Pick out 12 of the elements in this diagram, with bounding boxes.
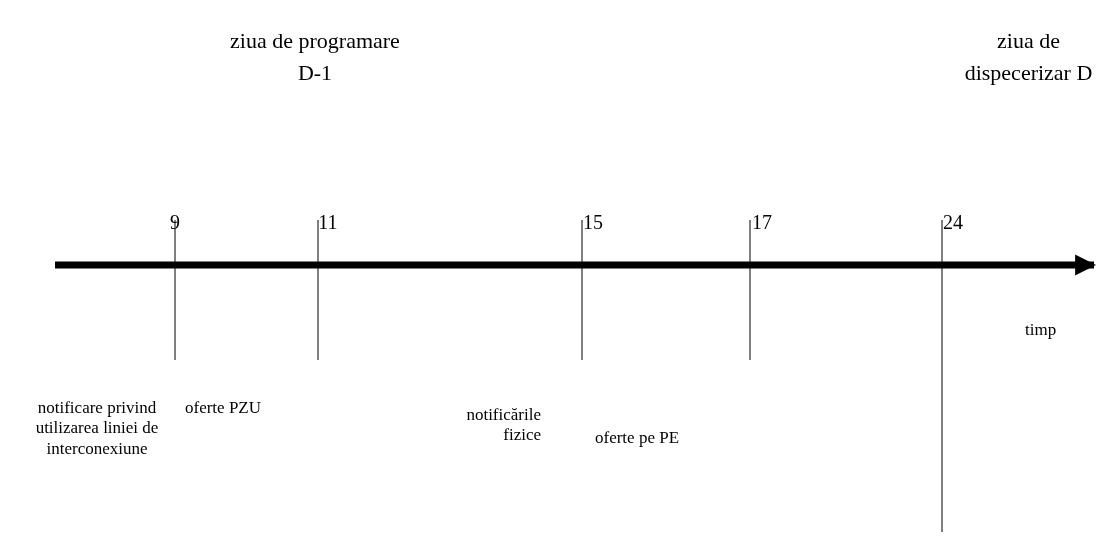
hour-label: 11 [317,210,339,234]
annotation: oferte pe PE [595,428,681,449]
hour-label: 17 [751,210,773,234]
day-heading: ziua de dispecerizar D [963,27,1094,87]
annotation: oferte PZU [185,398,262,419]
hour-label: 24 [942,210,964,234]
hour-label: 9 [169,210,181,234]
axis-label: timp [1025,320,1058,341]
hour-label: 15 [582,210,604,234]
annotation: notificare privind utilizarea liniei de interconexiune [34,398,160,460]
day-heading: ziua de programare D-1 [230,27,400,87]
annotation: notificările fizice [465,405,541,446]
